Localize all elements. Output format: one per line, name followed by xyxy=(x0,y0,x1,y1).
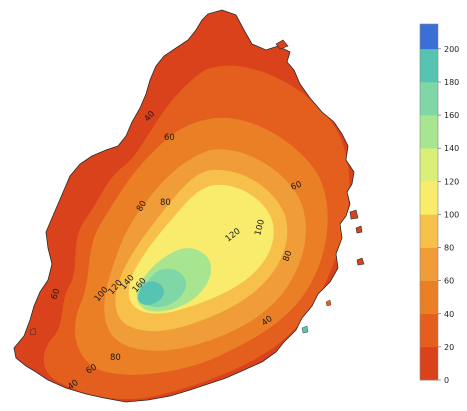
colorbar-swatch xyxy=(420,81,438,116)
colorbar-tick-label: 180 xyxy=(444,78,459,87)
colorbar-swatch xyxy=(420,346,438,381)
colorbar-tick-label: 40 xyxy=(444,310,454,319)
islet-south-east-blue xyxy=(301,325,309,334)
colorbar-tick-label: 80 xyxy=(444,244,454,253)
colorbar-tick-label: 120 xyxy=(444,177,459,186)
island xyxy=(14,10,354,402)
contour-label: 100 xyxy=(253,219,267,237)
colorbar-swatch xyxy=(420,115,438,149)
islet-east-3 xyxy=(356,257,365,266)
colorbar-tick-label: 0 xyxy=(444,376,449,385)
colorbar-swatches xyxy=(420,24,438,381)
colorbar: 0 20 40 60 80 100 120 140 160 180 200 xyxy=(419,23,459,385)
colorbar-tick-label: 60 xyxy=(444,277,454,286)
colorbar-tick-label: 200 xyxy=(444,45,459,54)
contour-label: 60 xyxy=(164,133,175,143)
islet-east-2 xyxy=(355,225,363,234)
contour-label: 80 xyxy=(135,199,149,213)
colorbar-ticks: 0 20 40 60 80 100 120 140 160 180 200 xyxy=(438,45,459,385)
colorbar-swatch xyxy=(420,24,438,50)
colorbar-tick-label: 140 xyxy=(444,144,459,153)
contour-label: 60 xyxy=(49,287,62,301)
contour-label: 80 xyxy=(110,353,121,363)
islet-north-east xyxy=(275,39,289,50)
contour-label: 60 xyxy=(290,180,304,193)
contour-label: 80 xyxy=(281,249,294,263)
band-180-200 xyxy=(137,281,164,305)
colorbar-frame xyxy=(419,23,439,381)
colorbar-swatch xyxy=(420,48,438,83)
islet-west-1 xyxy=(29,327,37,336)
contour-label: 60 xyxy=(85,363,99,377)
colorbar-tick-label: 100 xyxy=(444,210,459,219)
islet-east-1 xyxy=(349,209,359,220)
colorbar-swatch xyxy=(420,181,438,215)
contour-label: 80 xyxy=(160,198,171,208)
colorbar-swatch xyxy=(420,280,438,315)
colorbar-tick-label: 20 xyxy=(444,343,454,352)
colorbar-swatch xyxy=(420,247,438,281)
colorbar-tick-label: 160 xyxy=(444,111,459,120)
colorbar-swatch xyxy=(420,313,438,348)
islets xyxy=(29,39,365,336)
colorbar-swatch xyxy=(420,214,438,248)
colorbar-swatch xyxy=(420,148,438,182)
islet-south-east-2 xyxy=(325,299,332,307)
